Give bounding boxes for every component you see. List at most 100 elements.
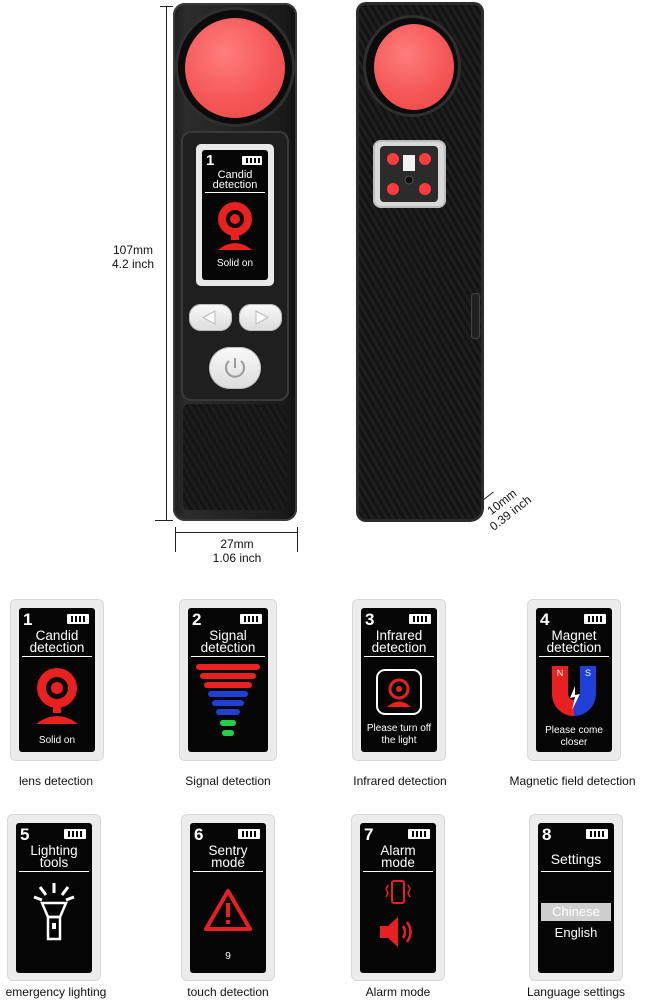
svg-text:N: N bbox=[557, 668, 564, 678]
screen-divider bbox=[191, 656, 265, 657]
mode-screen-8: 8 Settings Chinese English bbox=[538, 823, 614, 973]
mode-number: 5 bbox=[20, 825, 30, 844]
mode-caption-2: Signal detection bbox=[185, 774, 271, 788]
mode-screen-7: 7 Alarm mode bbox=[360, 823, 436, 973]
screen-divider bbox=[205, 192, 265, 193]
mode-card-8: 8 Settings Chinese English bbox=[530, 815, 622, 980]
mode-caption-7: Alarm mode bbox=[365, 985, 431, 999]
webcam-icon bbox=[36, 668, 78, 724]
mode-card-3: 3 Infrared detection Please turn off the… bbox=[353, 600, 445, 760]
webcam-icon bbox=[218, 202, 252, 250]
mode-card-7: 7 Alarm mode bbox=[352, 815, 444, 980]
mode-title-line1: Sentry bbox=[208, 843, 248, 858]
battery-icon bbox=[240, 614, 262, 624]
mode-hint-line2: the light bbox=[381, 735, 417, 746]
mode-caption-4: Magnetic field detection bbox=[509, 774, 636, 788]
battery-icon bbox=[408, 829, 430, 839]
vibrate-icon bbox=[385, 880, 411, 904]
mode-number: 1 bbox=[206, 152, 215, 169]
mode-card-2: 2 Signal detection bbox=[180, 600, 276, 760]
mode-card-5: 5 Lighting tools bbox=[8, 815, 100, 980]
mode-number: 1 bbox=[23, 610, 33, 629]
mode-caption-6: touch detection bbox=[187, 985, 269, 999]
battery-icon bbox=[242, 156, 262, 165]
mode-screen-3: 3 Infrared detection Please turn off the… bbox=[361, 608, 437, 752]
mode-caption-3: Infrared detection bbox=[353, 774, 447, 788]
mode-caption-8: Language settings bbox=[526, 985, 626, 999]
usb-port bbox=[471, 293, 480, 339]
width-dimension-tick-left bbox=[175, 527, 176, 552]
screen-title-line2: detection bbox=[212, 179, 258, 191]
mode-caption-5: emergency lighting bbox=[5, 985, 107, 999]
device-back bbox=[356, 2, 484, 522]
countdown-value: 9 bbox=[225, 951, 231, 962]
height-dimension-tick-top bbox=[160, 6, 173, 7]
right-arrow-icon bbox=[255, 310, 270, 325]
width-dimension-line bbox=[175, 532, 297, 533]
battery-icon bbox=[64, 829, 86, 839]
screen-divider bbox=[364, 656, 434, 657]
mode-title-line2: tools bbox=[39, 855, 69, 870]
mode-title-line2: detection bbox=[371, 640, 427, 655]
mode-title-line2: detection bbox=[29, 640, 85, 655]
height-dimension-line bbox=[166, 6, 167, 520]
screen-status: Solid on bbox=[216, 258, 254, 269]
mode-title-line2: detection bbox=[546, 640, 602, 655]
mode-title-line2: detection bbox=[200, 640, 256, 655]
screen-divider bbox=[539, 656, 609, 657]
width-dimension-tick-right bbox=[297, 527, 298, 552]
mode-card-4: 4 Magnet detection N S Please come close… bbox=[528, 600, 620, 760]
mode-number: 3 bbox=[365, 610, 375, 629]
language-option-label: English bbox=[554, 925, 598, 940]
textured-grip bbox=[183, 404, 287, 510]
mode-screen-4: 4 Magnet detection N S Please come close… bbox=[536, 608, 612, 752]
back-red-lens bbox=[374, 24, 454, 110]
mode-screen-6: 6 Sentry mode 9 bbox=[190, 823, 266, 973]
svg-text:S: S bbox=[585, 668, 591, 678]
battery-icon bbox=[586, 829, 608, 839]
mode-screen-2: 2 Signal detection bbox=[188, 608, 268, 752]
mode-number: 8 bbox=[542, 825, 552, 844]
device-screen: 1 Candid detection Solid on bbox=[202, 150, 268, 280]
language-option-english: English bbox=[541, 924, 611, 942]
signal-bars-icon bbox=[196, 664, 260, 736]
mode-card-1: 1 Candid detection Solid on bbox=[11, 600, 103, 760]
mode-title-line1: Candid bbox=[35, 628, 79, 643]
height-dimension-tick-bottom bbox=[155, 520, 173, 521]
mode-caption-1: lens detection bbox=[18, 774, 94, 788]
mode-number: 6 bbox=[194, 825, 204, 844]
magnet-icon: N S bbox=[552, 666, 596, 716]
battery-icon bbox=[67, 614, 89, 624]
battery-icon bbox=[584, 614, 606, 624]
mode-screen-1: 1 Candid detection Solid on bbox=[19, 608, 95, 752]
mode-screen-5: 5 Lighting tools bbox=[16, 823, 92, 973]
mode-title-line1: Alarm bbox=[380, 843, 416, 858]
mode-number: 4 bbox=[540, 610, 550, 629]
battery-icon bbox=[409, 614, 431, 624]
mode-title-line2: mode bbox=[211, 855, 245, 870]
camera-frame-icon bbox=[376, 669, 422, 715]
mode-hint-line1: Please turn off bbox=[366, 723, 432, 734]
left-arrow-button[interactable] bbox=[189, 304, 232, 331]
mode-hint-line2: closer bbox=[560, 737, 588, 748]
screen-divider bbox=[22, 656, 92, 657]
mode-title-line1: Signal bbox=[209, 628, 247, 643]
right-arrow-button[interactable] bbox=[239, 304, 282, 331]
mode-title-line1: Magnet bbox=[551, 628, 597, 643]
mode-card-6: 6 Sentry mode 9 bbox=[182, 815, 274, 980]
left-arrow-icon bbox=[201, 310, 216, 325]
led-module bbox=[373, 140, 446, 208]
screen-divider bbox=[19, 871, 89, 872]
language-option-chinese: Chinese bbox=[541, 903, 611, 921]
flashlight-icon bbox=[33, 883, 75, 941]
mode-title-line1: Infrared bbox=[375, 628, 423, 643]
screen-divider bbox=[193, 871, 263, 872]
mode-status: Solid on bbox=[38, 735, 76, 746]
red-filter-lens bbox=[185, 18, 285, 118]
screen-divider bbox=[363, 871, 433, 872]
speaker-icon bbox=[380, 917, 412, 947]
power-button[interactable] bbox=[209, 347, 261, 389]
mode-hint-line1: Please come bbox=[545, 725, 603, 736]
language-option-label: Chinese bbox=[552, 904, 600, 919]
